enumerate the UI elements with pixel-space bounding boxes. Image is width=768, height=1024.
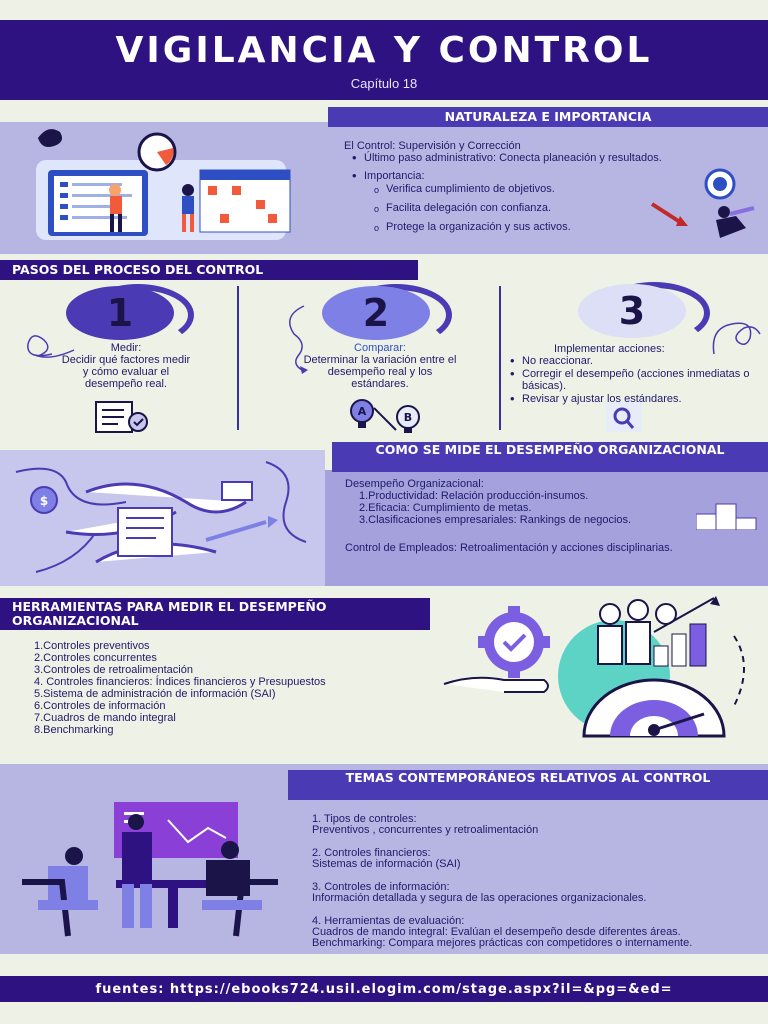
desempeno-item: 1.Productividad: Relación producción-ins… (359, 490, 589, 502)
meeting-illustration (22, 802, 278, 937)
temas-block-title: 3. Controles de información: (312, 881, 450, 893)
divider (237, 286, 239, 430)
step3-number: 3 (578, 284, 686, 338)
herramientas-item: 5.Sistema de administración de informaci… (34, 688, 276, 700)
herramientas-item: 1.Controles preventivos (34, 640, 150, 652)
desempeno-intro: Desempeño Organizacional: (345, 478, 484, 490)
temas-block-body: Cuadros de mando integral: Evalúan el de… (312, 926, 681, 938)
swirl-icon (712, 322, 761, 355)
step3-ring (598, 282, 710, 344)
page-title: VIGILANCIA Y CONTROL (115, 30, 653, 71)
hands-tasks-illustration: $ (15, 461, 307, 573)
temas-heading: TEMAS CONTEMPORÁNEOS RELATIVOS AL CONTRO… (288, 770, 768, 800)
pasos-heading: PASOS DEL PROCESO DEL CONTROL (0, 260, 418, 280)
temas-text: 1. Tipos de controles: Preventivos , con… (312, 814, 758, 949)
svg-text:$: $ (40, 494, 48, 508)
swirl-arrow-icon (289, 305, 308, 374)
page-subtitle: Capítulo 18 (350, 76, 418, 91)
step1-label: Medir: (110, 342, 142, 354)
performance-gauge-illustration (443, 596, 745, 738)
naturaleza-subitem: Facilita delegación con confianza. (372, 202, 744, 215)
step1-number: 1 (66, 286, 174, 340)
swirl-arrow-icon (27, 335, 75, 358)
footer-bar (0, 976, 768, 1002)
naturaleza-item: Importancia: (350, 170, 744, 182)
desempeno-item: 2.Eficacia: Cumplimiento de metas. (359, 502, 532, 514)
desempeno-text: Desempeño Organizacional: 1.Productivida… (345, 478, 705, 554)
step3-text: Implementar acciones: No reaccionar. Cor… (508, 343, 766, 406)
ab-bulbs-icon: A B (350, 399, 420, 433)
temas-block-title: 4. Herramientas de evaluación: (312, 915, 465, 927)
step3-item: Corregir el desempeño (acciones inmediat… (508, 368, 766, 392)
temas-block-title: 1. Tipos de controles: (312, 813, 417, 825)
desempeno-panel (325, 470, 768, 586)
naturaleza-subitem: Verifica cumplimiento de objetivos. (372, 183, 744, 196)
footer-sources: fuentes: https://ebooks724.usil.elogim.c… (95, 982, 673, 997)
temas-benchmark: Benchmarking: Compara mejores prácticas … (312, 937, 693, 949)
naturaleza-item: Último paso administrativo: Conecta plan… (350, 152, 744, 164)
magnifier-icon (606, 402, 642, 432)
naturaleza-text: El Control: Supervisión y Corrección Últ… (344, 140, 744, 234)
planning-illustration (36, 129, 291, 240)
desempeno-heading: COMO SE MIDE EL DESEMPEÑO ORGANIZACIONAL (332, 442, 768, 472)
herramientas-item: 2.Controles concurrentes (34, 652, 157, 664)
temas-block-body: Preventivos , concurrentes y retroalimen… (312, 824, 539, 836)
herramientas-list: 1.Controles preventivos 2.Controles conc… (34, 640, 384, 736)
herramientas-item: 4. Controles financieros: Índices financ… (34, 676, 326, 688)
herramientas-heading: HERRAMIENTAS PARA MEDIR EL DESEMPEÑO ORG… (0, 598, 430, 630)
podium-icon (696, 503, 757, 530)
header-banner (0, 20, 768, 100)
naturaleza-heading: NATURALEZA E IMPORTANCIA (328, 107, 768, 127)
step2-number: 2 (322, 286, 430, 340)
step3-label: Implementar acciones: (554, 343, 665, 355)
bulb-a-label: A (358, 405, 367, 418)
herramientas-item: 8.Benchmarking (34, 724, 114, 736)
temas-block-body: Sistemas de información (SAI) (312, 858, 461, 870)
step1-text: Medir: Decidir qué factores medir y cómo… (58, 342, 194, 390)
naturaleza-subitem: Protege la organización y sus activos. (372, 221, 744, 234)
desempeno-empleados: Control de Empleados: Retroalimentación … (345, 542, 673, 554)
step3-item: No reaccionar. (508, 355, 766, 367)
step2-text: Comparar: Determinar la variación entre … (300, 342, 460, 390)
naturaleza-intro: El Control: Supervisión y Corrección (344, 140, 521, 152)
bulb-b-label: B (404, 411, 412, 424)
step2-label: Comparar: (354, 342, 406, 354)
step2-desc: Determinar la variación entre el desempe… (303, 354, 457, 390)
herramientas-item: 7.Cuadros de mando integral (34, 712, 176, 724)
step1-desc: Decidir qué factores medir y cómo evalua… (61, 354, 191, 390)
target-illustration (650, 168, 755, 238)
temas-block-body: Información detallada y segura de las op… (312, 892, 647, 904)
herramientas-item: 3.Controles de retroalimentación (34, 664, 193, 676)
desempeno-item: 3.Clasificaciones empresariales: Ranking… (359, 514, 632, 526)
divider (499, 286, 501, 430)
herramientas-item: 6.Controles de información (34, 700, 166, 712)
checklist-icon (95, 401, 148, 433)
temas-block-title: 2. Controles financieros: (312, 847, 431, 859)
